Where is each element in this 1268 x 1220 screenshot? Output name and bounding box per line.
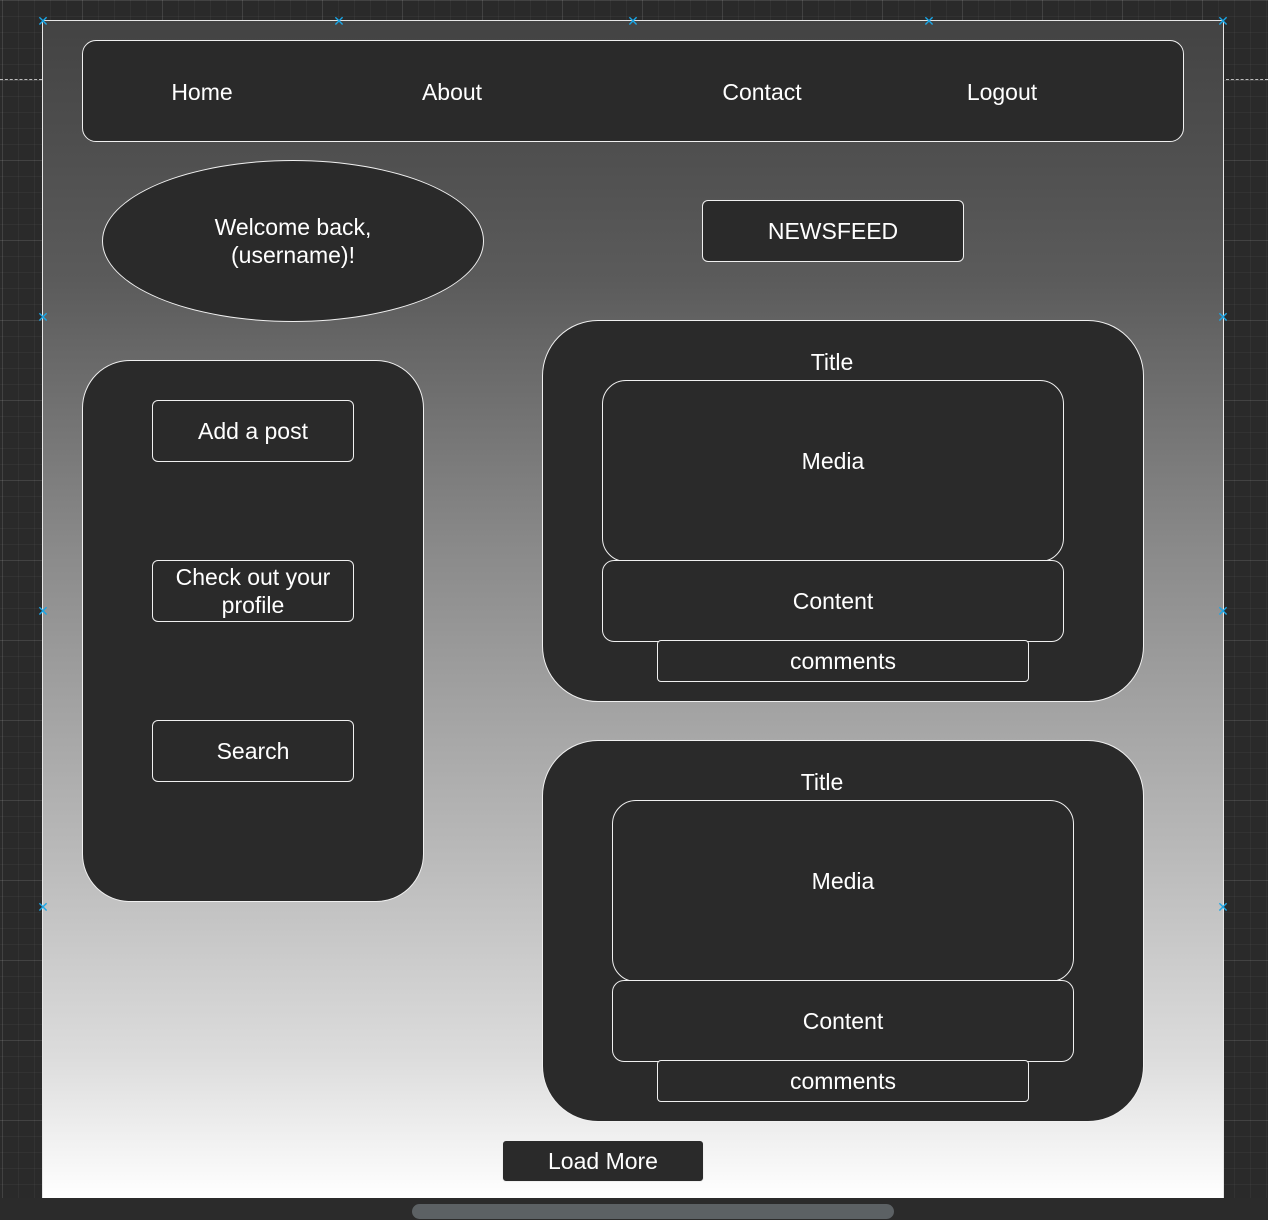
- guide-line-right: [1226, 79, 1268, 80]
- post-content: Content: [612, 980, 1074, 1062]
- add-post-button[interactable]: Add a post: [152, 400, 354, 462]
- nav-contact-link[interactable]: Contact: [722, 79, 802, 105]
- profile-button[interactable]: Check out your profile: [152, 560, 354, 622]
- resize-handle-top-center[interactable]: ✕: [627, 13, 639, 29]
- load-more-button[interactable]: Load More: [502, 1140, 704, 1182]
- resize-handle-top-left[interactable]: ✕: [37, 13, 49, 29]
- post-comments-button[interactable]: comments: [657, 1060, 1029, 1102]
- resize-handle-left[interactable]: ✕: [37, 309, 49, 325]
- resize-handle-left[interactable]: ✕: [37, 899, 49, 915]
- resize-handle-right[interactable]: ✕: [1217, 309, 1229, 325]
- resize-handle-left-center[interactable]: ✕: [37, 603, 49, 619]
- welcome-greeting: Welcome back,: [214, 214, 372, 240]
- resize-handle-top[interactable]: ✕: [923, 13, 935, 29]
- post-comments-button[interactable]: comments: [657, 640, 1029, 682]
- nav-home-link[interactable]: Home: [171, 79, 233, 105]
- nav-logout-link[interactable]: Logout: [966, 79, 1038, 105]
- scrollbar-thumb[interactable]: [412, 1204, 894, 1219]
- post-title: Title: [800, 769, 844, 795]
- resize-handle-top[interactable]: ✕: [333, 13, 345, 29]
- post-title: Title: [810, 349, 854, 375]
- search-button[interactable]: Search: [152, 720, 354, 782]
- nav-about-link[interactable]: About: [421, 79, 483, 105]
- profile-button-line2: profile: [221, 592, 285, 618]
- post-media: Media: [602, 380, 1064, 562]
- post-media: Media: [612, 800, 1074, 982]
- profile-button-line1: Check out your: [175, 564, 331, 590]
- guide-line-left: [0, 79, 42, 80]
- welcome-bubble: Welcome back, (username)!: [102, 160, 484, 322]
- resize-handle-right-center[interactable]: ✕: [1217, 603, 1229, 619]
- welcome-username: (username)!: [231, 242, 355, 268]
- resize-handle-top-right[interactable]: ✕: [1217, 13, 1229, 29]
- post-content: Content: [602, 560, 1064, 642]
- newsfeed-heading: NEWSFEED: [702, 200, 964, 262]
- resize-handle-right[interactable]: ✕: [1217, 899, 1229, 915]
- nav-bar: [82, 40, 1184, 142]
